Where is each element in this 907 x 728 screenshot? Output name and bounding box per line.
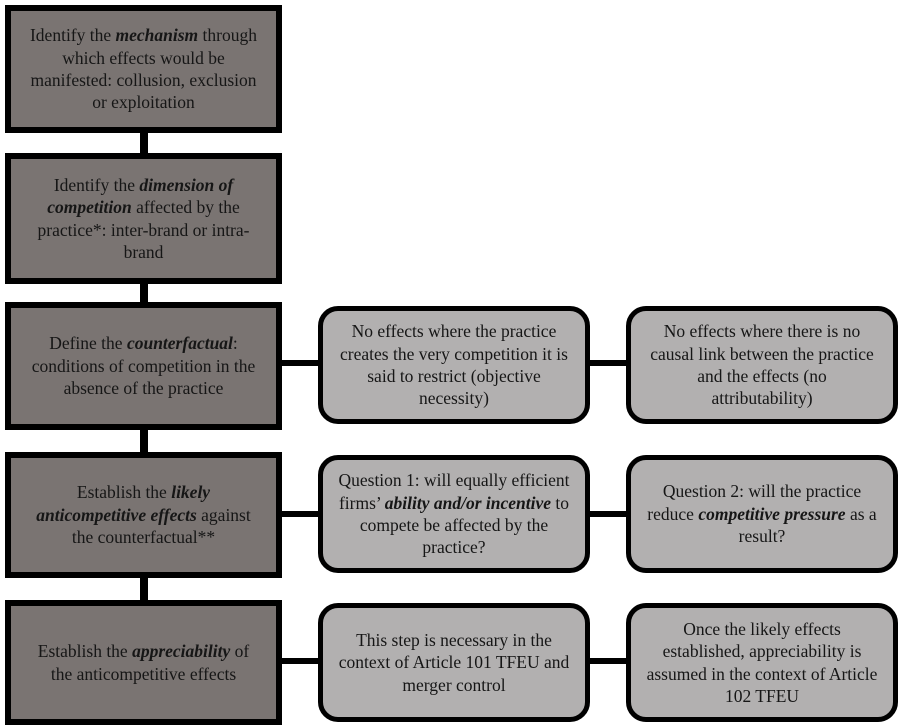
note-box-question-1: Question 1: will equally efficient firms…	[318, 455, 590, 573]
connector-counterfactual-to-objective-necessity	[280, 360, 320, 366]
connector-step4-step5	[140, 575, 148, 603]
connector-appreciability-to-article-101	[280, 658, 320, 664]
note-box-question-2: Question 2: will the practice reduce com…	[626, 455, 898, 573]
connector-objective-necessity-to-attributability	[588, 360, 628, 366]
step-box-establish-likely-effects: Establish the likely anticompetitive eff…	[5, 452, 282, 578]
note-box-article-102: Once the likely effects established, app…	[626, 603, 898, 722]
note-box-attributability: No effects where there is no causal link…	[626, 306, 898, 424]
note-box-objective-necessity: No effects where the practice creates th…	[318, 306, 590, 424]
note-box-article-101: This step is necessary in the context of…	[318, 603, 590, 722]
connector-step3-step4	[140, 427, 148, 455]
connector-step2-step3	[140, 281, 148, 305]
connector-question-1-to-question-2	[588, 511, 628, 517]
step-box-establish-appreciability: Establish the appreciability of the anti…	[5, 600, 282, 725]
step-box-identify-dimension: Identify the dimension of competition af…	[5, 153, 282, 284]
connector-step1-step2	[140, 130, 148, 156]
connector-effects-to-question-1	[280, 511, 320, 517]
step-box-identify-mechanism: Identify the mechanism through which eff…	[5, 5, 282, 133]
connector-article-101-to-article-102	[588, 658, 628, 664]
step-box-define-counterfactual: Define the counterfactual: conditions of…	[5, 302, 282, 430]
